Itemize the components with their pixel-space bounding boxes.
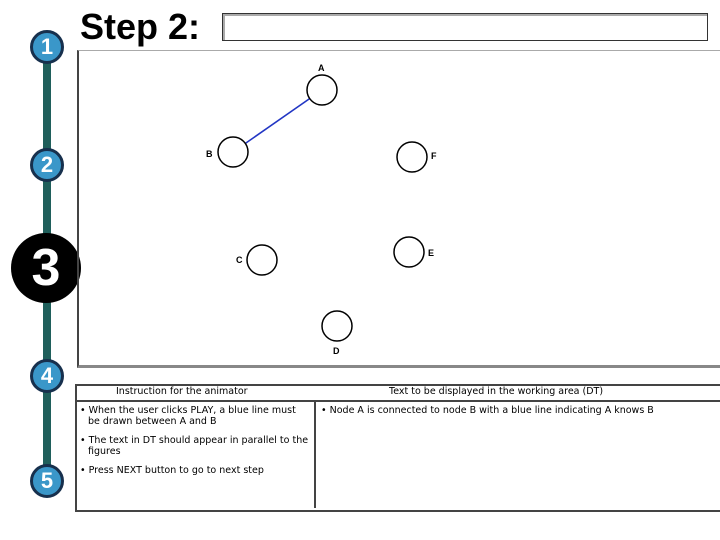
working-area	[77, 50, 720, 368]
working-area-text-header: Text to be displayed in the working area…	[389, 386, 604, 397]
animator-instruction-2: • The text in DT should appear in parall…	[80, 435, 309, 457]
node-b[interactable]: B	[206, 136, 249, 168]
table-header-divider	[77, 400, 720, 402]
title-input-box[interactable]	[222, 13, 708, 41]
working-area-text-cell: • Node A is connected to node B with a b…	[321, 405, 716, 424]
step-5-indicator[interactable]: 5	[30, 464, 64, 498]
node-f[interactable]: F	[396, 141, 437, 173]
working-area-text-1: • Node A is connected to node B with a b…	[321, 405, 654, 416]
instruction-table	[75, 384, 720, 512]
page-title: Step 2:	[80, 6, 201, 47]
animator-instruction-header: Instruction for the animator	[116, 386, 248, 397]
node-a-label: A	[318, 63, 325, 73]
edge-a-b	[232, 89, 323, 153]
table-column-divider	[314, 400, 316, 508]
node-a[interactable]: A	[306, 63, 338, 106]
node-e-label: E	[428, 248, 434, 258]
node-b-label: B	[206, 149, 213, 159]
node-d-label: D	[333, 346, 340, 356]
node-c-label: C	[236, 255, 243, 265]
node-e[interactable]: E	[393, 236, 434, 268]
step-3-indicator-current[interactable]: 3	[11, 233, 81, 303]
node-c[interactable]: C	[236, 244, 278, 276]
animator-instructions-cell: • When the user clicks PLAY, a blue line…	[80, 405, 310, 484]
step-4-indicator[interactable]: 4	[30, 359, 64, 393]
step-2-indicator[interactable]: 2	[30, 148, 64, 182]
animator-instruction-3: • Press NEXT button to go to next step	[80, 465, 264, 476]
animator-instruction-1: • When the user clicks PLAY, a blue line…	[80, 405, 296, 427]
step-1-indicator[interactable]: 1	[30, 30, 64, 64]
node-f-label: F	[431, 151, 437, 161]
node-d[interactable]: D	[321, 310, 353, 356]
